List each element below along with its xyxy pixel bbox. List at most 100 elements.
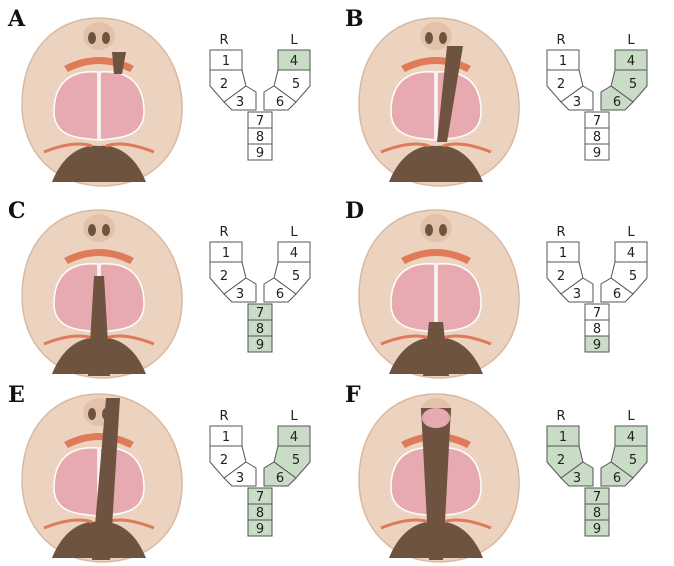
cell-label-5: 5	[629, 77, 637, 92]
nostril-right	[439, 224, 447, 236]
palate-illustration-svg	[351, 388, 527, 566]
palate-illustration-svg	[14, 204, 190, 382]
label-right: R	[556, 33, 565, 48]
cell-label-7: 7	[593, 490, 601, 505]
label-left: L	[290, 409, 298, 424]
cell-label-8: 8	[593, 130, 601, 145]
nose-shape	[83, 214, 115, 242]
cell-label-7: 7	[256, 114, 264, 129]
cell-label-3: 3	[573, 95, 581, 110]
nostril-right	[102, 32, 110, 44]
nose-shape	[420, 22, 452, 50]
cell-label-5: 5	[629, 269, 637, 284]
nose-shape	[420, 214, 452, 242]
cell-label-2: 2	[220, 269, 228, 284]
cell-label-4: 4	[627, 246, 635, 261]
cell-label-2: 2	[557, 269, 565, 284]
palate-illustration-svg	[351, 12, 527, 190]
cell-label-6: 6	[276, 95, 284, 110]
panel-d: DRL123456789	[337, 198, 674, 378]
cell-label-6: 6	[613, 95, 621, 110]
palate-illustration-svg	[14, 12, 190, 190]
nostril-left	[88, 32, 96, 44]
cell-label-5: 5	[292, 453, 300, 468]
cell-label-4: 4	[290, 430, 298, 445]
cell-label-8: 8	[256, 322, 264, 337]
nostril-left	[425, 224, 433, 236]
nostril-left	[425, 32, 433, 44]
cell-label-1: 1	[559, 54, 567, 69]
cell-label-7: 7	[593, 306, 601, 321]
cleft-classification-diagram: R L 1 23 4 56789	[200, 402, 320, 542]
label-right: R	[219, 409, 228, 424]
cell-label-9: 9	[256, 338, 264, 353]
cell-label-2: 2	[220, 453, 228, 468]
cell-label-2: 2	[220, 77, 228, 92]
cell-label-4: 4	[290, 246, 298, 261]
label-left: L	[627, 33, 635, 48]
cell-label-9: 9	[256, 146, 264, 161]
cell-label-1: 1	[559, 246, 567, 261]
palate-illustration	[359, 18, 519, 186]
cleft-classification-diagram: R L 1 23 4 56789	[200, 218, 320, 358]
cell-label-8: 8	[593, 506, 601, 521]
cell-label-3: 3	[236, 287, 244, 302]
nostril-left	[88, 224, 96, 236]
cell-label-7: 7	[593, 114, 601, 129]
cell-label-1: 1	[222, 430, 230, 445]
cell-label-3: 3	[573, 287, 581, 302]
cell-label-3: 3	[236, 471, 244, 486]
cell-label-9: 9	[593, 522, 601, 537]
palate-illustration-svg	[14, 388, 190, 566]
cell-label-5: 5	[292, 269, 300, 284]
label-right: R	[219, 225, 228, 240]
panel-c: CRL123456789	[0, 198, 337, 378]
label-left: L	[627, 409, 635, 424]
palate-illustration-svg	[351, 204, 527, 382]
palate-illustration	[22, 18, 182, 186]
cell-label-8: 8	[256, 506, 264, 521]
cell-label-6: 6	[276, 287, 284, 302]
cell-label-5: 5	[292, 77, 300, 92]
panel-b: BRL123456789	[337, 6, 674, 186]
palate-illustration	[359, 210, 519, 378]
cell-label-2: 2	[557, 453, 565, 468]
cell-label-7: 7	[256, 306, 264, 321]
cell-label-3: 3	[573, 471, 581, 486]
cell-label-4: 4	[627, 54, 635, 69]
cell-label-9: 9	[256, 522, 264, 537]
cell-label-8: 8	[593, 322, 601, 337]
palate-illustration	[22, 210, 182, 378]
cell-label-2: 2	[557, 77, 565, 92]
cell-label-5: 5	[629, 453, 637, 468]
nostril-left	[88, 408, 96, 420]
label-right: R	[556, 225, 565, 240]
premaxilla	[422, 408, 450, 428]
cell-label-1: 1	[222, 246, 230, 261]
cell-label-6: 6	[613, 287, 621, 302]
cell-label-3: 3	[236, 95, 244, 110]
label-left: L	[290, 33, 298, 48]
cell-label-9: 9	[593, 338, 601, 353]
nostril-right	[439, 32, 447, 44]
nostril-right	[102, 224, 110, 236]
cell-label-4: 4	[290, 54, 298, 69]
cell-label-1: 1	[222, 54, 230, 69]
cell-label-7: 7	[256, 490, 264, 505]
nose-shape	[83, 22, 115, 50]
label-left: L	[290, 225, 298, 240]
cell-label-9: 9	[593, 146, 601, 161]
cell-label-6: 6	[276, 471, 284, 486]
cell-label-6: 6	[613, 471, 621, 486]
label-right: R	[219, 33, 228, 48]
label-left: L	[627, 225, 635, 240]
label-right: R	[556, 409, 565, 424]
cell-label-1: 1	[559, 430, 567, 445]
cleft-classification-diagram: RL123456789	[537, 402, 657, 542]
